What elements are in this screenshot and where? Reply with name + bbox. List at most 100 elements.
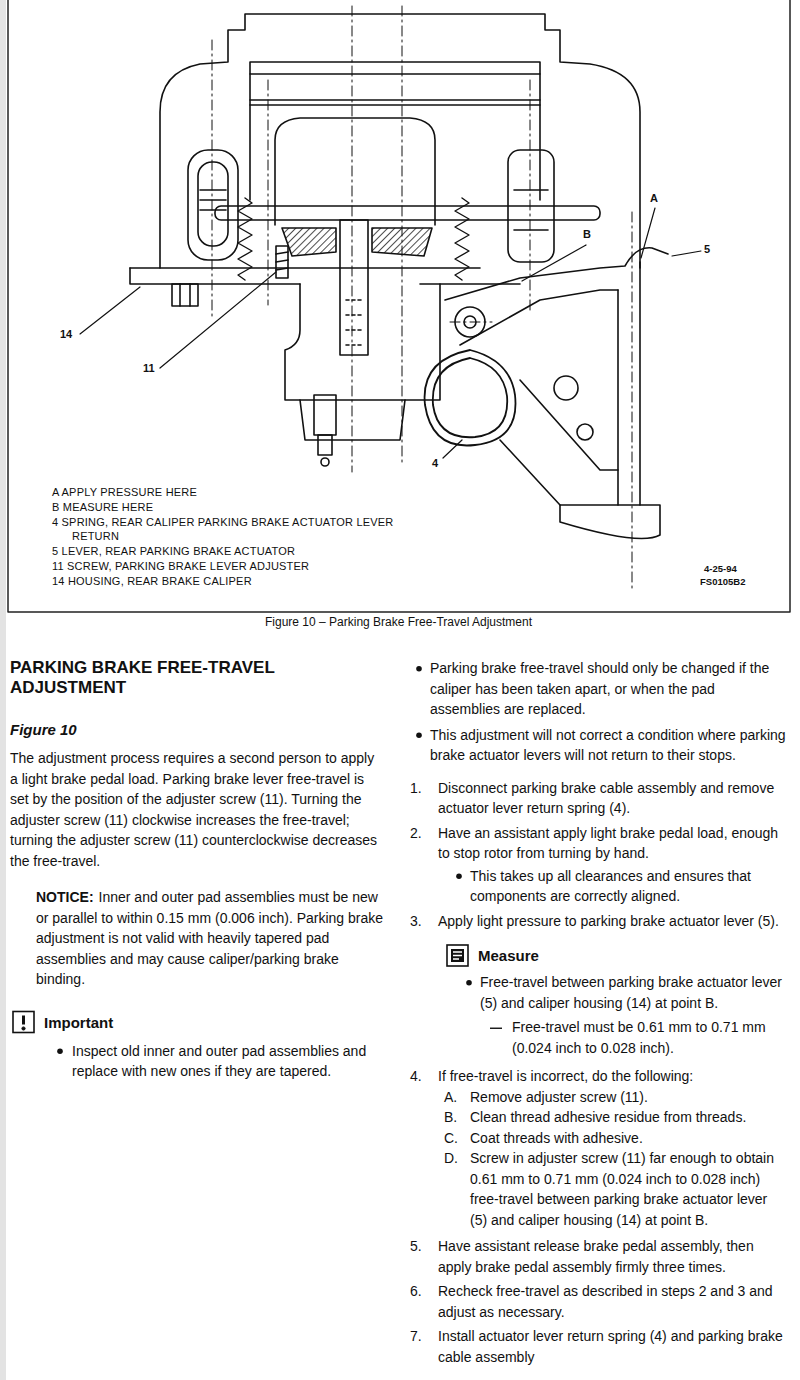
piston — [346, 314, 362, 316]
adjuster-screw — [276, 260, 288, 262]
subheading: Figure 10 — [10, 720, 380, 740]
body-text: Install actuator lever return spring (4)… — [438, 1326, 786, 1367]
icon-box — [447, 945, 468, 966]
legend-entry: 5 LEVER, REAR PARKING BRAKE ACTUATOR — [52, 544, 422, 558]
piston — [346, 344, 362, 346]
adjuster-screw — [276, 252, 288, 254]
bullet-dot — [466, 980, 472, 986]
body-text: If free-travel is incorrect, do the foll… — [438, 1066, 786, 1087]
callout-number: A — [650, 192, 658, 205]
section-title: PARKING BRAKE FREE-TRAVEL ADJUSTMENT — [10, 658, 310, 698]
caliper-housing — [249, 74, 251, 200]
step-number: 7. — [410, 1326, 422, 1347]
actuator-lever — [520, 380, 618, 470]
icon-box — [13, 1012, 34, 1033]
piston — [275, 118, 435, 355]
lower-housing — [321, 458, 329, 466]
adjuster-screw — [276, 246, 288, 278]
body-text: Have assistant release brake pedal assem… — [438, 1236, 786, 1277]
actuator-lever — [445, 248, 668, 539]
icon-mark — [451, 949, 464, 962]
caliper-housing — [200, 189, 226, 191]
lever-return-spring — [425, 350, 516, 446]
step-number: D. — [444, 1148, 458, 1169]
step-number: 5. — [410, 1236, 422, 1257]
actuator-lever — [500, 440, 560, 505]
figure-code: FS0105B2 — [700, 576, 745, 588]
callout-number: 14 — [60, 328, 72, 341]
caliper-housing — [198, 162, 228, 246]
icon-mark — [453, 952, 462, 959]
icon-mark — [22, 1016, 25, 1025]
lower-housing — [189, 284, 191, 306]
body-text: Free-travel between parking brake actuat… — [480, 972, 786, 1013]
lever-return-spring — [433, 358, 507, 437]
lower-housing — [318, 435, 332, 455]
centerlines — [268, 80, 269, 305]
lower-housing — [172, 284, 198, 306]
scan-margin — [0, 0, 6, 1380]
piston — [340, 220, 368, 355]
piston — [275, 118, 435, 225]
step-number: C. — [444, 1128, 458, 1149]
actuator-lever — [554, 376, 578, 400]
caliper-housing — [539, 74, 541, 200]
lower-housing — [300, 400, 405, 440]
lower-housing — [314, 395, 336, 435]
lower-housing — [130, 267, 480, 269]
leader-lines — [80, 208, 701, 458]
lower-housing — [179, 284, 181, 306]
actuator-lever — [617, 290, 619, 505]
important-icon — [13, 1012, 34, 1033]
caliper-housing — [160, 14, 640, 268]
leader-lines — [443, 440, 462, 458]
body-text: Remove adjuster screw (11). — [470, 1087, 786, 1108]
adjuster-screw — [276, 246, 288, 278]
body-text: Inspect old inner and outer pad assembli… — [72, 1041, 384, 1082]
note-heading: Important — [44, 1012, 113, 1033]
step-number: 4. — [410, 1066, 422, 1087]
body-text: Have an assistant apply light brake peda… — [438, 823, 786, 864]
caliper-housing — [250, 104, 540, 106]
body-text: Inner and outer pad assemblies must be n… — [36, 887, 384, 990]
figure-caption: Figure 10 – Parking Brake Free-Travel Ad… — [265, 615, 532, 630]
body-text: Coat threads with adhesive. — [470, 1128, 786, 1149]
legend-entry: A APPLY PRESSURE HERE — [52, 485, 422, 499]
callout-number: 5 — [704, 243, 710, 256]
callout-number: 4 — [432, 457, 438, 470]
bullet-dot — [57, 1048, 63, 1054]
actuator-lever — [464, 316, 476, 328]
legend-entry: 14 HOUSING, REAR BRAKE CALIPER — [52, 574, 422, 588]
step-number: 3. — [410, 911, 422, 932]
body-text: Free-travel must be 0.61 mm to 0.71 mm (… — [512, 1017, 786, 1058]
caliper-housing — [508, 150, 554, 262]
caliper-housing — [160, 14, 640, 268]
legend-entry: B MEASURE HERE — [52, 500, 422, 514]
bullet-dot — [416, 732, 422, 738]
body-text: Apply light pressure to parking brake ac… — [438, 911, 786, 932]
callout-number: 11 — [143, 362, 155, 375]
leader-lines — [522, 245, 586, 281]
lever-return-spring — [425, 350, 516, 446]
bullet-dot — [456, 873, 462, 879]
step-number: 1. — [410, 778, 422, 799]
lower-housing — [130, 268, 300, 284]
caliper-housing — [215, 206, 600, 220]
actuator-lever — [455, 307, 485, 337]
legend-entry: 11 SCREW, PARKING BRAKE LEVER ADJUSTER — [52, 559, 422, 573]
callout-number: B — [583, 228, 591, 241]
centerlines — [632, 212, 633, 592]
measure-icon — [447, 945, 468, 966]
actuator-lever — [445, 248, 668, 300]
lower-housing — [420, 283, 520, 285]
caliper-housing — [514, 189, 548, 191]
step-number: 2. — [410, 823, 422, 844]
figure-code: 4-25-94 — [704, 563, 737, 575]
actuator-lever — [560, 505, 660, 538]
body-text: Disconnect parking brake cable assembly … — [438, 778, 786, 819]
caliper-housing — [200, 199, 226, 201]
centerlines — [212, 6, 632, 592]
leader-lines — [641, 208, 655, 258]
caliper-housing — [200, 209, 226, 211]
